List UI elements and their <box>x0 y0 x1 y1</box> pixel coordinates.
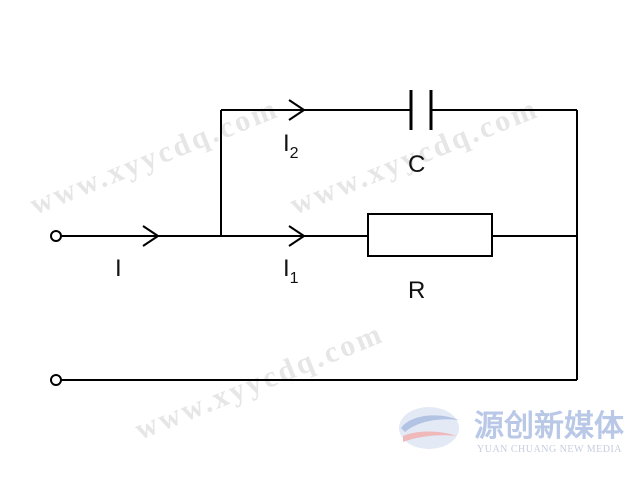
brand-logo-swoosh-blue <box>401 415 459 432</box>
arrow-branch-current-1 <box>288 225 305 247</box>
current-arrows <box>142 99 305 247</box>
brand-logo: 源创新媒体 YUAN CHUANG NEW MEDIA <box>399 407 625 455</box>
label-branch-current-1-sub: 1 <box>290 270 299 287</box>
brand-name-cn: 源创新媒体 <box>474 409 625 444</box>
arrow-branch-current-2 <box>288 99 305 121</box>
label-total-current: I <box>115 255 122 282</box>
label-branch-current-1: I1 <box>283 255 299 287</box>
label-resistor: R <box>408 277 425 304</box>
resistor-symbol <box>367 213 493 257</box>
label-branch-current-2: I2 <box>283 130 299 162</box>
label-branch-current-2-sub: 2 <box>290 145 299 162</box>
label-capacitor: C <box>408 151 425 178</box>
capacitor-symbol <box>409 90 433 130</box>
terminal-bottom <box>50 374 62 386</box>
arrow-total-current <box>142 225 159 247</box>
label-branch-current-1-main: I <box>283 255 290 282</box>
wires <box>62 109 578 381</box>
brand-name-en: YUAN CHUANG NEW MEDIA <box>477 444 622 455</box>
watermark-3: www.xyycdq.com <box>130 316 388 446</box>
terminal-top <box>50 230 62 242</box>
brand-logo-swoosh-red <box>403 431 457 442</box>
label-branch-current-2-main: I <box>283 130 290 157</box>
brand-logo-icon <box>399 407 459 449</box>
